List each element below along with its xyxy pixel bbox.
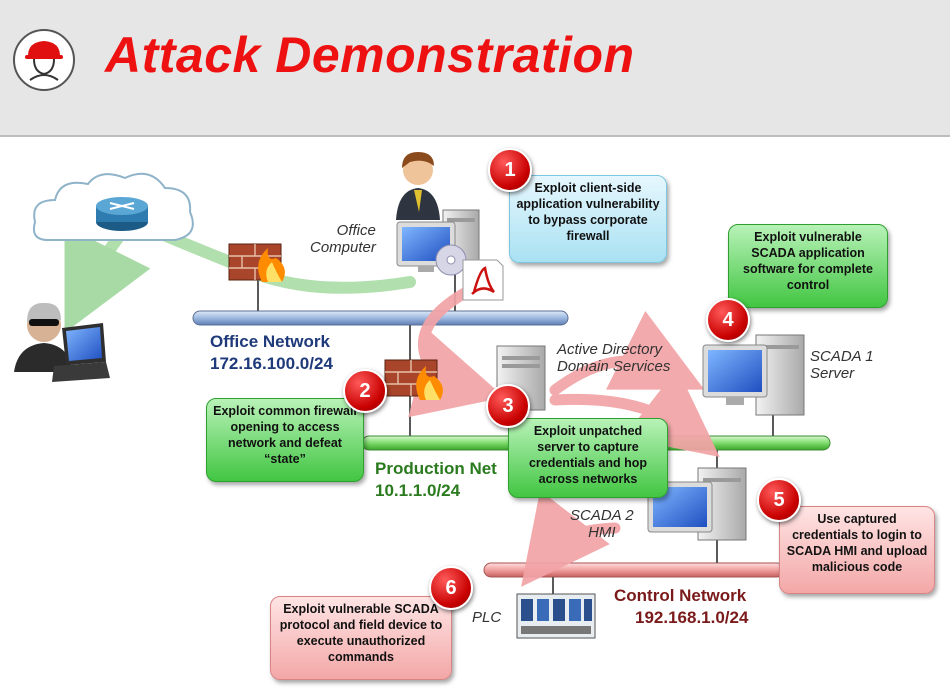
scada2-label: SCADA 2 HMI [570, 507, 634, 542]
slide-header: Attack Demonstration [0, 0, 950, 137]
scada1-label: SCADA 1 Server [810, 348, 874, 383]
slide-title: Attack Demonstration [105, 27, 635, 83]
step-5-callout: Use captured credentials to login to SCA… [779, 506, 935, 594]
cd-disc-icon [435, 244, 467, 276]
step-1-badge: 1 [488, 148, 532, 192]
plc-icon [516, 593, 596, 639]
plc-label: PLC [472, 609, 502, 626]
attack-arrow-1 [408, 284, 505, 418]
attack-arrow-6 [521, 490, 621, 587]
hardhat-worker-icon [13, 29, 75, 91]
step-3-badge: 3 [486, 384, 530, 428]
production-network-subnet: 10.1.1.0/24 [375, 481, 461, 500]
step-3-callout: Exploit unpatched server to capture cred… [508, 418, 668, 498]
attack-arrow-4 [549, 310, 705, 396]
cloud-router-icon [32, 172, 194, 241]
step-2-badge: 2 [343, 369, 387, 413]
step-1-callout: Exploit client-side application vulnerab… [509, 175, 667, 263]
control-network-bus [483, 562, 785, 578]
exfil-arrow-b [64, 225, 151, 333]
office-network-bus [192, 310, 569, 326]
active-directory-label: Active Directory Domain Services [557, 341, 671, 376]
control-network-name: Control Network [614, 586, 747, 605]
scada1-server-icon [702, 334, 805, 416]
office-computer-label: Office Computer [310, 222, 376, 257]
control-network-subnet: 192.168.1.0/24 [635, 608, 749, 627]
step-6-badge: 6 [429, 566, 473, 610]
firewall-icon [384, 359, 443, 400]
step-6-callout: Exploit vulnerable SCADA protocol and fi… [270, 596, 452, 680]
step-4-badge: 4 [706, 298, 750, 342]
step-4-callout: Exploit vulnerable SCADA application sof… [728, 224, 888, 308]
step-2-callout: Exploit common firewall opening to acces… [206, 398, 364, 482]
step-5-badge: 5 [757, 478, 801, 522]
firewall-icon [228, 243, 285, 282]
hacker-laptop-icon [14, 302, 110, 382]
production-network-name: Production Net [375, 459, 497, 478]
pdf-document-icon [462, 259, 504, 301]
attack-arrow-5 [549, 368, 720, 457]
office-network-subnet: 172.16.100.0/24 [210, 354, 333, 373]
office-network-name: Office Network [210, 332, 330, 351]
